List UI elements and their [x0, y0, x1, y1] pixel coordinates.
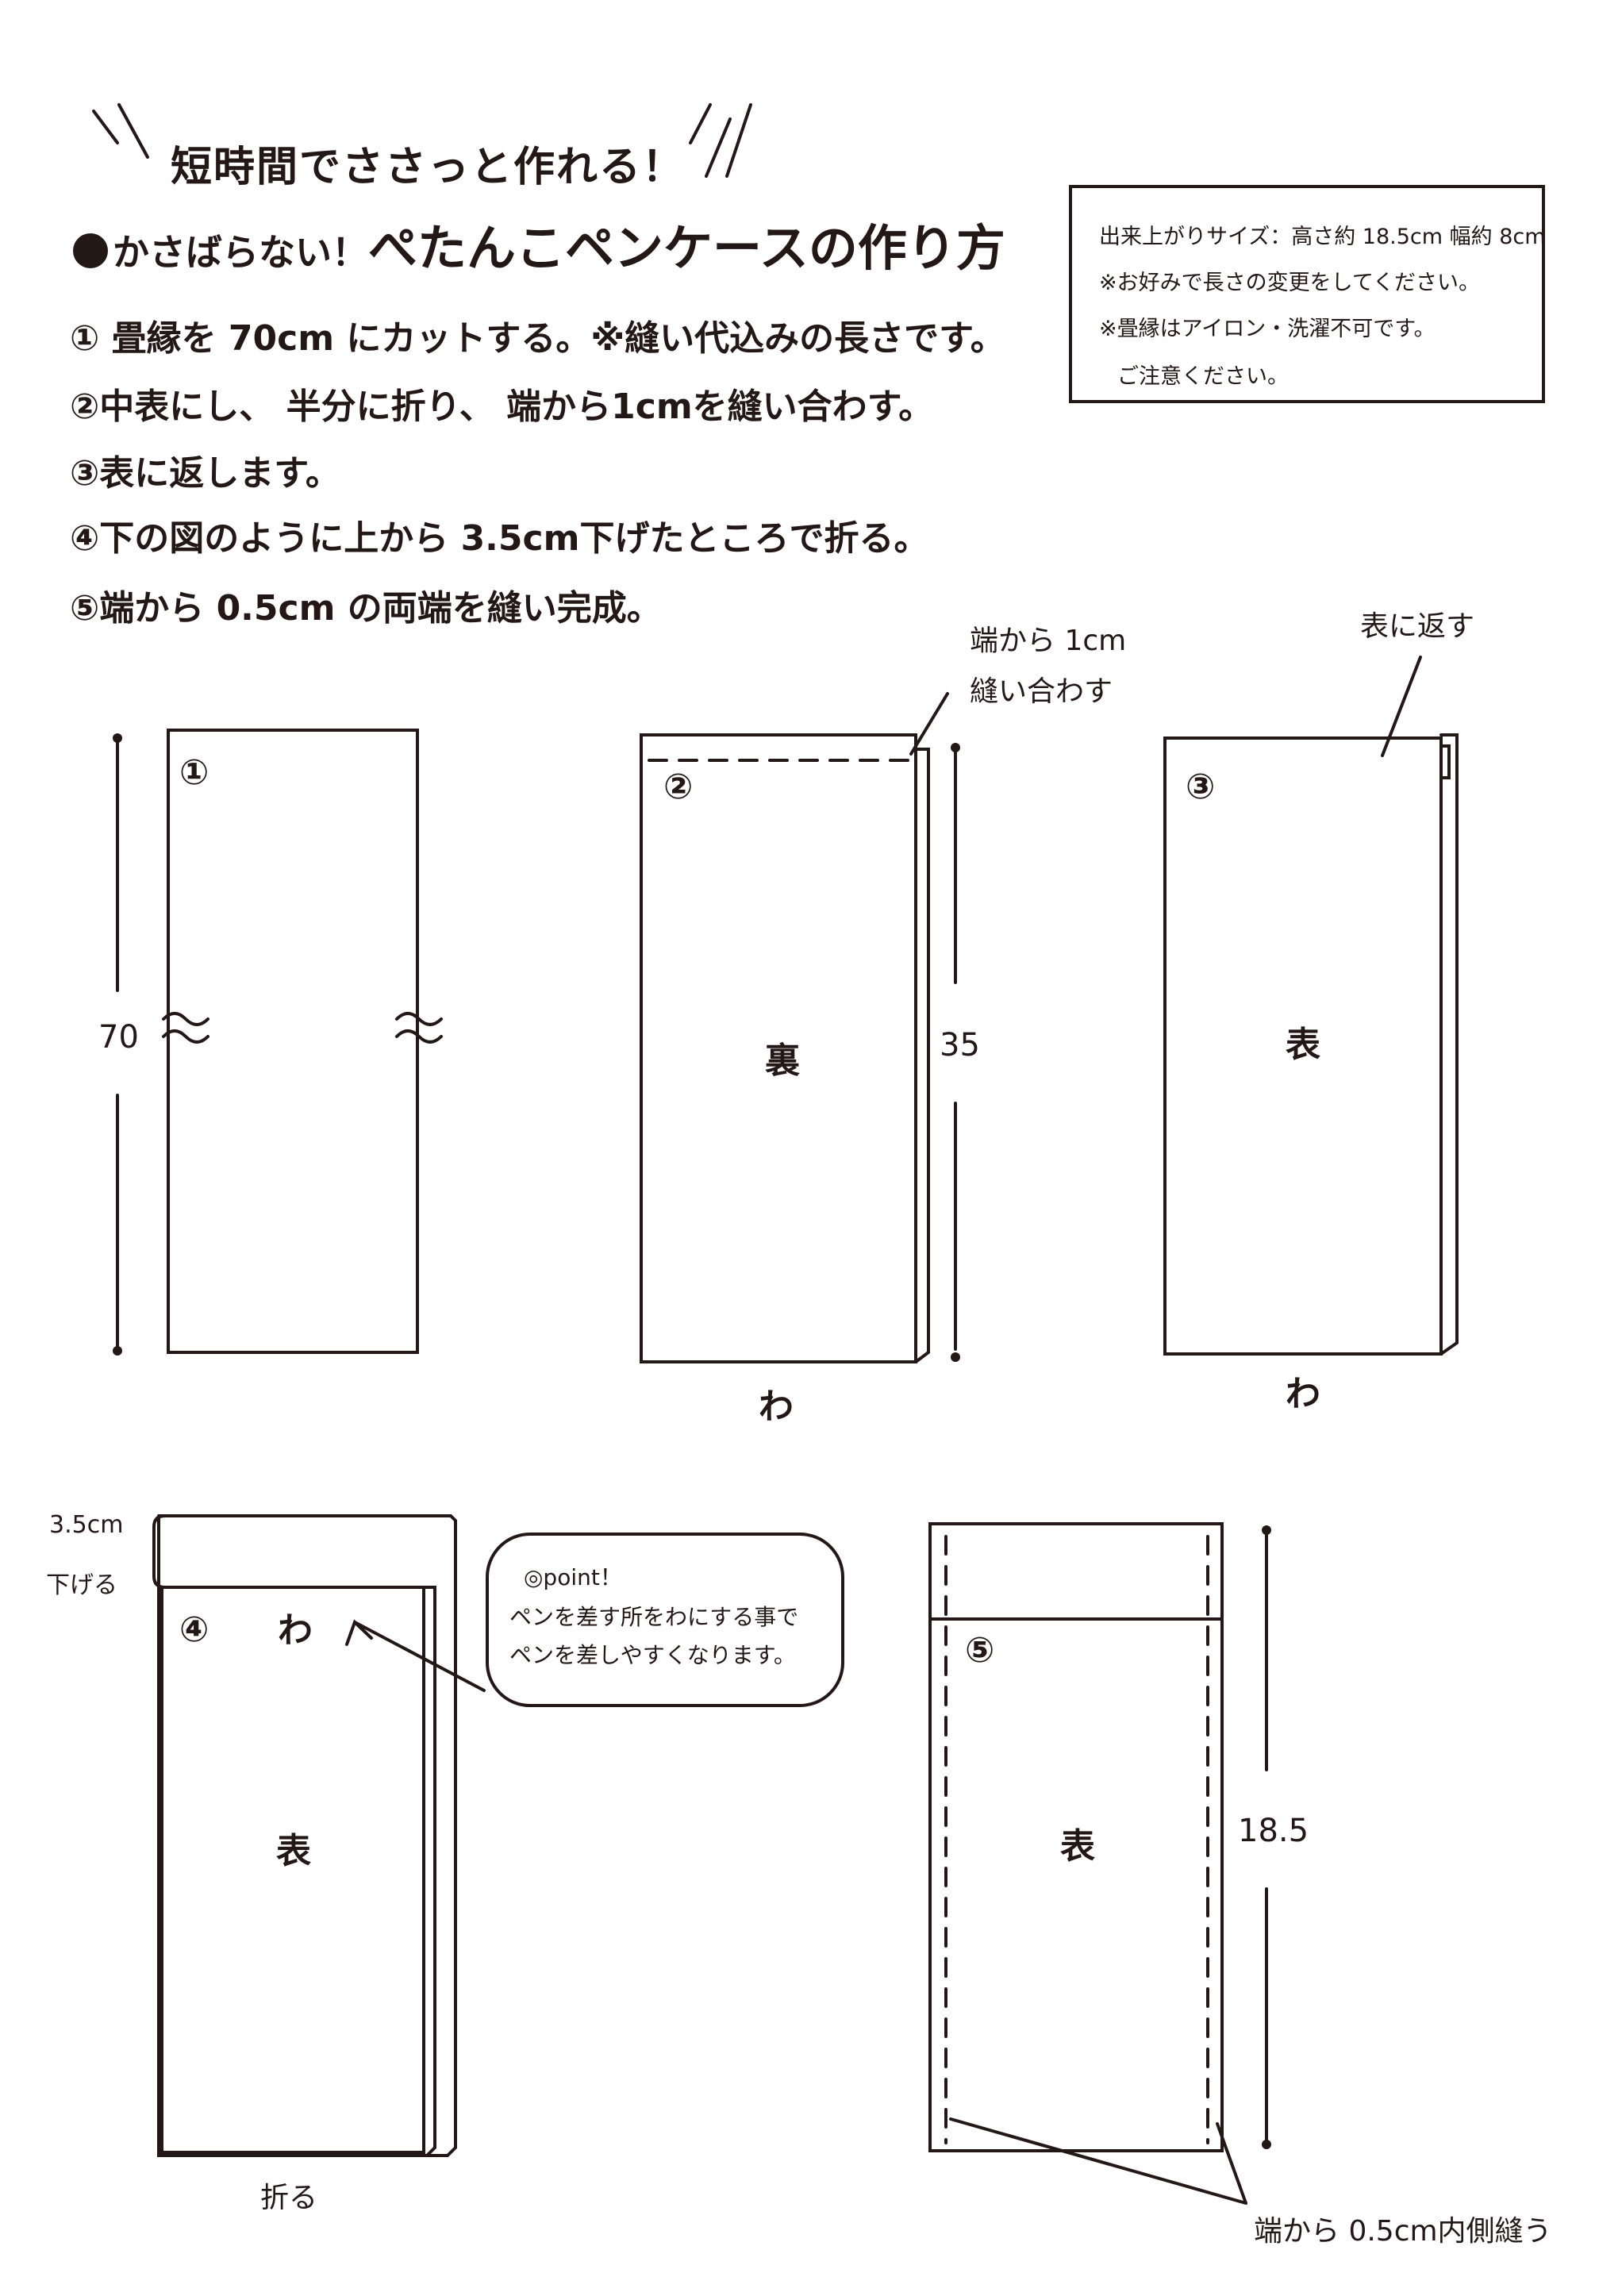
decor-slash-left-1 — [92, 110, 119, 144]
fig4-outer-layer — [157, 1514, 457, 2157]
decor-slash-right-3 — [725, 103, 752, 178]
tagline: 短時間でささっと作れる！ — [171, 144, 686, 191]
step-5: ⑤端から 0.5cm の両端を縫い完成。 — [70, 588, 662, 629]
fig2-side-label: 裏 — [765, 1040, 800, 1081]
fig3-number: ③ — [1186, 767, 1216, 807]
fig3-turn-note: 表に返す — [1360, 610, 1475, 643]
fig4-offset-label-2: 下げる — [46, 1571, 117, 1599]
fig4-fold-note: 折る — [260, 2182, 318, 2214]
fig2-length: 35 — [940, 1027, 980, 1063]
page-title-main: ぺたんこペンケースの作り方 — [368, 219, 1005, 277]
decor-slash-right-2 — [705, 117, 732, 178]
fig1-length: 70 — [98, 1019, 139, 1056]
fig4-number: ④ — [179, 1610, 209, 1650]
fig5-side-label: 表 — [1060, 1826, 1095, 1867]
fig2-sew-note-2: 縫い合わす — [970, 675, 1113, 708]
fig2-back-layer — [914, 748, 930, 1363]
fig5-number: ⑤ — [965, 1630, 995, 1671]
fig5-dim-dot-top — [1262, 1525, 1271, 1535]
point-title: ◎point！ — [524, 1564, 622, 1590]
fig3-side-label: 表 — [1286, 1025, 1320, 1065]
fig2-leader — [909, 692, 949, 756]
fig3-back-layer — [1439, 733, 1459, 1356]
fig1-number: ① — [179, 752, 209, 793]
fig4-front — [160, 1586, 425, 2154]
fig4-arrow-leader — [353, 1621, 486, 1692]
fig3-seam-tab — [1439, 744, 1451, 779]
fig2-fold-label: わ — [759, 1386, 794, 1427]
page-title-prefix: かさばらない！ — [113, 231, 368, 274]
fig1-dim-dot-bottom — [113, 1346, 122, 1356]
step-4: ④下の図のように上から 3.5cm下げたところで折る。 — [70, 518, 929, 559]
fig2-strip — [640, 733, 917, 1363]
fig3-fold-label: わ — [1286, 1374, 1320, 1414]
bullet-icon — [73, 233, 108, 268]
decor-slash-right-1 — [689, 103, 712, 144]
fig4-arrow-head — [345, 1619, 373, 1646]
step-1: ① 畳縁を 70cm にカットする。※縫い代込みの長さです。 — [70, 318, 1005, 359]
decor-slash-left-2 — [117, 103, 149, 159]
fig4-offset-label-1: 3.5cm — [49, 1511, 124, 1539]
fig4-bracket — [152, 1514, 167, 1589]
step-2: ②中表にし、 半分に折り、 端から1cmを縫い合わす。 — [70, 387, 934, 427]
fig4-side-label: 表 — [276, 1831, 311, 1871]
size-note-line-3: ※畳縁はアイロン・洗濯不可です。 — [1099, 317, 1436, 341]
fig1-strip — [167, 729, 419, 1354]
fig2-sew-note-1: 端から 1cm — [970, 625, 1127, 657]
fig5-leader-right — [1216, 2122, 1247, 2205]
fig5-dim-dot-bottom — [1262, 2140, 1271, 2149]
page-title: かさばらない！ぺたんこペンケースの作り方 — [73, 208, 1005, 279]
size-note-line-4: ご注意ください。 — [1117, 364, 1289, 389]
fig2-dim-dot-bottom — [951, 1352, 960, 1362]
fig4-fold-top-label: わ — [278, 1610, 313, 1651]
fig5-leader-left — [949, 2117, 1247, 2205]
step-3: ③表に返します。 — [70, 453, 340, 494]
fig1-dim-dot-top — [113, 733, 122, 743]
fig5-strip — [928, 1522, 1224, 2152]
fig3-strip — [1163, 736, 1443, 1356]
fig1-break-right — [395, 1012, 443, 1044]
fig3-leader — [1381, 656, 1422, 757]
size-note-box — [1069, 185, 1545, 403]
size-note-line-1: 出来上がりサイズ：高さ約 18.5cm 幅約 8cm — [1099, 225, 1546, 249]
fig4-inner-edge — [422, 1586, 436, 2157]
size-note-line-2: ※お好みで長さの変更をしてください。 — [1099, 271, 1481, 295]
point-line-2: ペンを差しやすくなります。 — [509, 1642, 796, 1668]
point-callout — [486, 1533, 844, 1707]
fig2-dim-dot-top — [951, 743, 960, 752]
fig1-break-left — [162, 1012, 209, 1044]
fig2-number: ② — [663, 767, 694, 807]
fig5-length: 18.5 — [1238, 1813, 1309, 1849]
point-line-1: ペンを差す所をわにする事で — [509, 1604, 799, 1630]
fig5-sew-note: 端から 0.5cm内側縫う — [1254, 2215, 1552, 2248]
